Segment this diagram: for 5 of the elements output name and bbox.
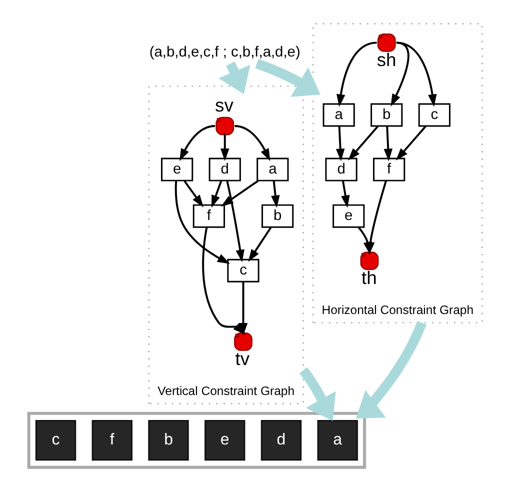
node-label: th	[360, 266, 376, 288]
node-label: sh	[376, 48, 396, 70]
node-label: sv	[214, 94, 233, 115]
node-text: (a,b,d,e,c,f ; c,b,f,a,d,e)	[148, 44, 300, 60]
node-label: tv	[234, 347, 250, 368]
